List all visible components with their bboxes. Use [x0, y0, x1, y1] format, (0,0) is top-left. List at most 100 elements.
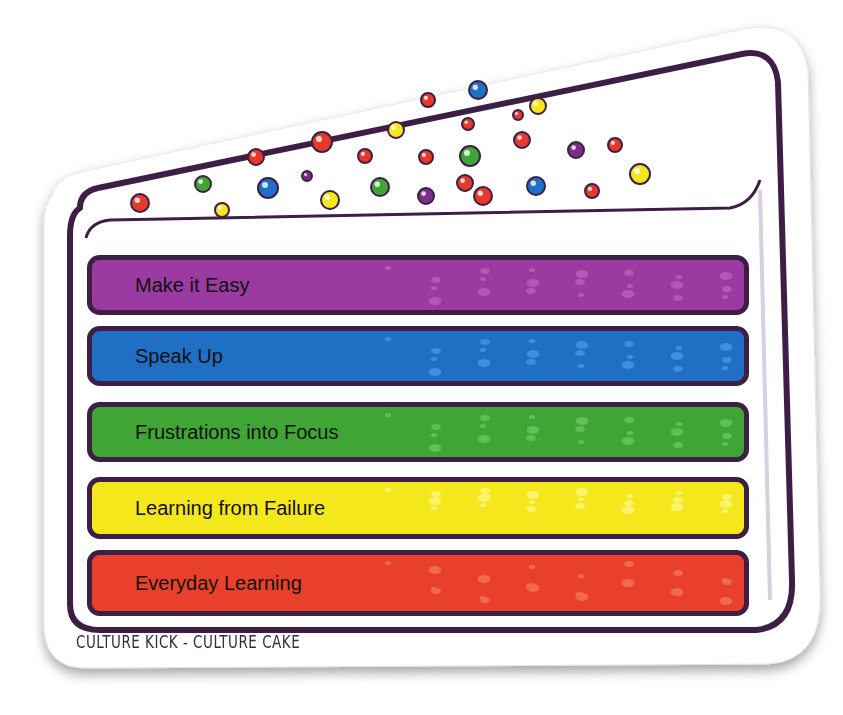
sprinkle-highlight [422, 153, 426, 157]
cake-crumb [575, 503, 585, 509]
sprinkle [371, 178, 389, 196]
layer-fill [90, 405, 747, 460]
sprinkles [131, 81, 650, 217]
cake-crumb [478, 435, 491, 443]
sprinkle-highlight [588, 187, 592, 191]
cake-crumb [431, 348, 441, 354]
sprinkle [215, 203, 229, 217]
cake-crumb [480, 277, 486, 281]
sprinkle-highlight [218, 206, 222, 210]
cake-crumb [385, 337, 391, 341]
cake-crumb [480, 339, 490, 345]
cake-crumb [622, 361, 635, 369]
cake-crumb [527, 279, 540, 287]
sprinkle-highlight [361, 152, 365, 156]
cake-crumb [578, 364, 584, 368]
cake-crumb [526, 288, 536, 294]
cake-crumb [720, 419, 733, 427]
cake-layer: Learning from Failure [88, 478, 748, 538]
cake-crumb [576, 417, 589, 425]
cake-crumb [529, 268, 535, 272]
layer-label: Make it Easy [135, 273, 736, 297]
cake-crumb [622, 506, 635, 514]
sprinkle-highlight [424, 96, 428, 100]
cake-crumb [529, 339, 535, 343]
sprinkle-highlight [533, 101, 538, 106]
cake-crumb [527, 426, 540, 434]
cake-crumb [673, 366, 683, 372]
cake-crumb [722, 578, 728, 582]
cake-crumb [385, 488, 391, 492]
cake-crumb [627, 494, 633, 498]
sprinkle [608, 138, 622, 152]
cake-crumb [720, 272, 733, 280]
sprinkle [530, 98, 546, 114]
sprinkle-highlight [198, 179, 203, 184]
sprinkle [514, 132, 530, 148]
cake-crumb [622, 290, 635, 298]
cake-crumb [431, 433, 437, 437]
cake-crumb [624, 561, 634, 567]
sprinkle-highlight [325, 195, 330, 200]
cake-crumb [673, 442, 683, 448]
cake-crumb [671, 281, 684, 289]
cake-crumb [676, 422, 682, 426]
cake-crumb [624, 341, 634, 347]
cake-crumb [722, 357, 732, 363]
cake-layer: Frustrations into Focus [88, 403, 748, 461]
slice-side-edge [760, 190, 770, 600]
cake-crumb [722, 366, 728, 370]
sprinkle [418, 188, 434, 204]
cake-crumb [575, 350, 585, 356]
sprinkle-highlight [464, 120, 468, 124]
cake-crumb [429, 297, 442, 305]
cake-crumb [575, 426, 585, 432]
cake-crumb [627, 284, 633, 288]
sprinkle [248, 149, 264, 165]
sprinkle [513, 110, 523, 120]
sprinkle-highlight [135, 198, 140, 203]
cake-crumb [480, 503, 486, 507]
layer-label: Frustrations into Focus [135, 420, 736, 444]
cake-crumb [673, 497, 683, 503]
sprinkle-highlight [531, 181, 536, 186]
sprinkle [630, 164, 650, 184]
cake-crumb [478, 494, 491, 502]
sprinkle [419, 150, 433, 164]
layer-label: Speak Up [135, 344, 736, 368]
cake-crumb [431, 506, 437, 510]
cake-crumb [529, 565, 535, 569]
sprinkle [312, 132, 332, 152]
cake-crumb [722, 286, 732, 292]
cake-crumb [676, 346, 682, 350]
sprinkle-highlight [391, 125, 396, 130]
layer-label: Everyday Learning [135, 571, 736, 595]
layer-fill [90, 480, 747, 537]
cake-crumb [527, 584, 540, 592]
cake-crumb [529, 415, 535, 419]
cake-crumb [673, 570, 683, 576]
cake-crumb [622, 579, 635, 587]
cake-crumb [480, 348, 486, 352]
cake-crumb [478, 288, 491, 296]
sprinkle-highlight [473, 85, 478, 90]
sprinkle-highlight [375, 182, 380, 187]
cake-crumb [576, 488, 589, 496]
sprinkle [388, 122, 404, 138]
frosting-edge [86, 180, 760, 238]
cake-crumb [627, 355, 633, 359]
cake-crumb [429, 566, 442, 574]
cake-crumb [722, 579, 732, 585]
cake-crumb [576, 593, 589, 601]
cake-crumb [676, 275, 682, 279]
sprinkle [302, 171, 312, 181]
cake-crumb [720, 343, 733, 351]
cake-crumb [720, 597, 733, 605]
sprinkle-highlight [515, 112, 518, 115]
layer-label: Learning from Failure [135, 496, 736, 520]
cake-crumb [429, 497, 442, 505]
cake-crumb [526, 506, 536, 512]
cake-crumb [722, 442, 728, 446]
cake-crumb [480, 597, 490, 603]
